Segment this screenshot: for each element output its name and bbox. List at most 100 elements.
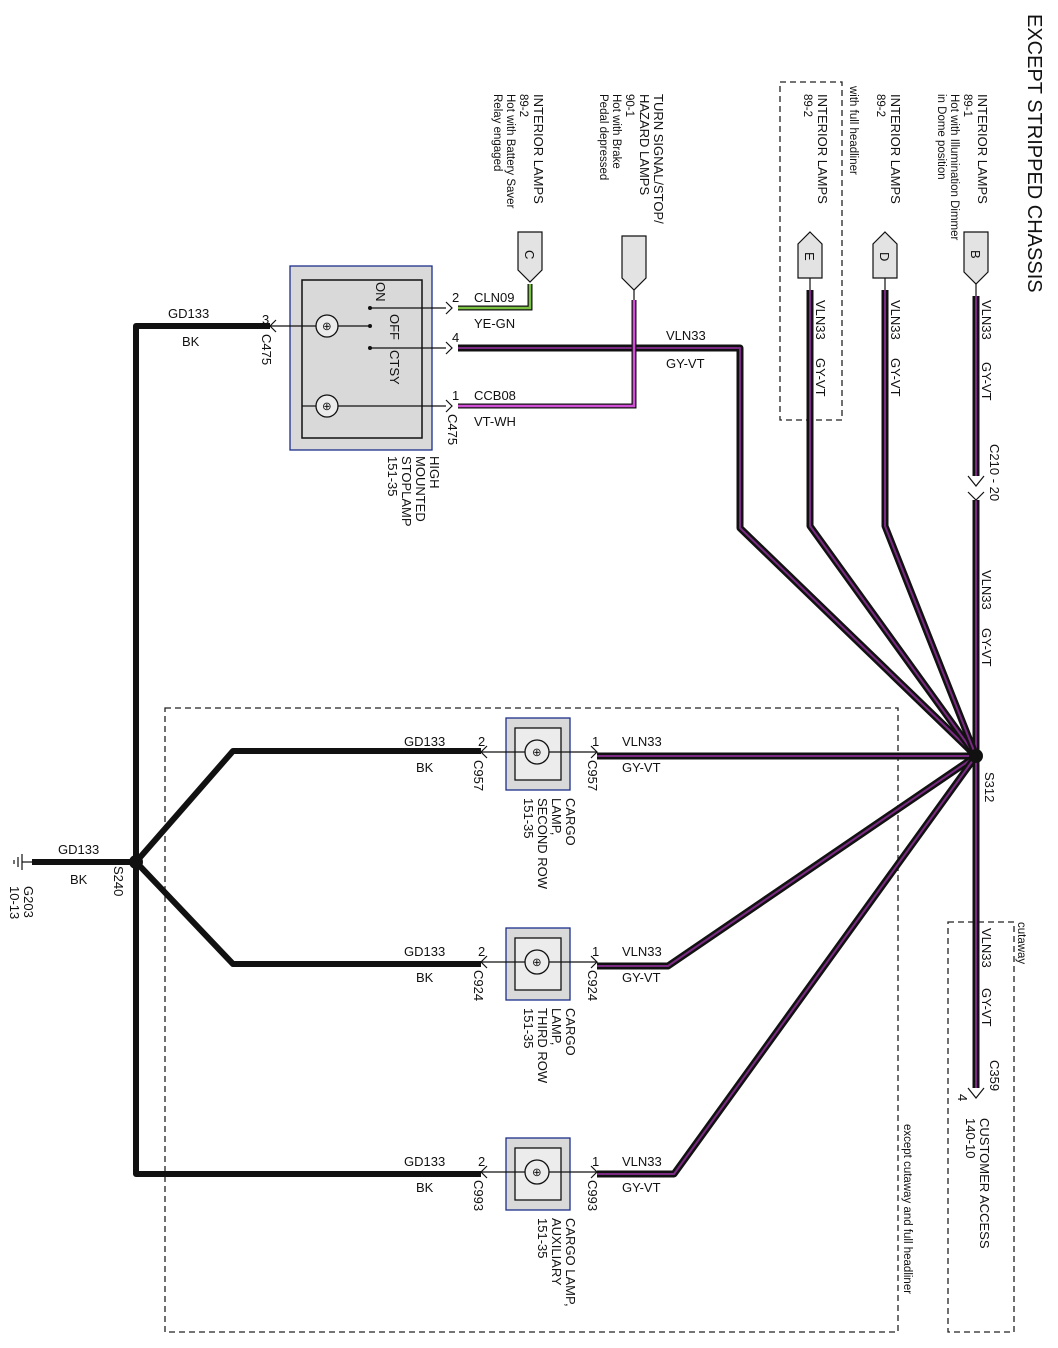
stoplamp-brake-bulb-icon: ⊕ (315, 394, 339, 418)
c993-pin-1: 1 (592, 1154, 599, 1169)
stoplamp-line2: MOUNTED (413, 456, 428, 522)
wire-gd133-third-row[interactable] (133, 859, 481, 967)
input-d-line2: 89-2 (874, 94, 886, 117)
wire-gd133-second-row[interactable] (133, 748, 481, 864)
splice-s240[interactable] (129, 855, 143, 869)
cargo-second-line4: 151-35 (521, 798, 536, 838)
cargo-bulb-icon: ⊕ (532, 1167, 542, 1179)
input-b-line1: INTERIOR LAMPS (975, 94, 990, 204)
customer-access-line2: 140-10 (963, 1118, 978, 1158)
wire-label-gyvt-third: GY-VT (622, 970, 661, 985)
cutaway-note: cutaway (1015, 922, 1027, 964)
wire-label-vln33-second: VLN33 (622, 734, 662, 749)
wire-label-bk-ground: BK (70, 872, 88, 887)
ground-ref: 10-13 (7, 886, 22, 919)
stoplamp-bulb-icon: ⊕ (315, 314, 339, 338)
wire-label-gd133-second: GD133 (404, 734, 445, 749)
input-c-line3: Hot with Battery Saver (504, 94, 516, 209)
switch-ctsy-label: CTSY (387, 350, 402, 385)
cutaway-region (947, 921, 1015, 1333)
cargo-bulb-icon: ⊕ (532, 957, 542, 969)
splice-s240-label: S240 (111, 866, 126, 896)
c957-pin-2: 2 (478, 734, 485, 749)
input-turn-line2: HAZARD LAMPS (637, 94, 652, 195)
input-b-line2: 89-1 (961, 94, 973, 117)
switch-off-label: OFF (387, 314, 402, 340)
wire-label-bk-third: BK (416, 970, 434, 985)
input-turn-line4: Hot with Brake (610, 94, 622, 169)
cargo-leads (480, 745, 598, 1179)
wire-label-yegn: YE-GN (474, 316, 515, 331)
wire-label-vln33-third: VLN33 (622, 944, 662, 959)
input-e-note: with full headliner (847, 85, 859, 175)
input-b-letter: B (968, 250, 983, 259)
cargo-lamp-second-row[interactable]: ⊕ (505, 717, 571, 791)
input-b-line3: Hot with Illumination Dimmer (948, 94, 960, 241)
input-connector-turn[interactable] (621, 235, 647, 291)
cargo-second-line3: SECOND ROW (535, 798, 550, 890)
stoplamp-inner (301, 279, 423, 439)
connector-c359[interactable] (967, 1087, 985, 1099)
input-c-line2: 89-2 (517, 94, 529, 117)
ground-name: G203 (21, 886, 36, 918)
c993-pin-2: 2 (478, 1154, 485, 1169)
cargo-lamp-third-row[interactable]: ⊕ (505, 927, 571, 1001)
cargo-aux-line1: CARGO LAMP, (563, 1218, 578, 1307)
wire-label-gd133-stoplamp: GD133 (168, 306, 209, 321)
violet-wires (458, 290, 980, 1178)
input-turn-line1: TURN SIGNAL/STOP/ (651, 94, 666, 224)
wire-gd133-stoplamp[interactable] (133, 323, 270, 862)
wire-label-gyvt-cutaway: GY-VT (979, 988, 994, 1027)
switch-on-label: ON (373, 282, 388, 302)
switch-contact-off (368, 324, 372, 328)
wire-gd133-auxiliary[interactable] (133, 862, 481, 1177)
wire-label-vln33-mid: VLN33 (979, 570, 994, 610)
connector-c210-label: C210 - 20 (987, 444, 1002, 501)
input-turn-line5: Pedal depressed (597, 94, 609, 180)
svg-text:⊕: ⊕ (322, 321, 332, 333)
connector-c957-right: C957 (585, 760, 600, 791)
wire-label-gyvt-aux: GY-VT (622, 1180, 661, 1195)
connector-c359-label: C359 (987, 1060, 1002, 1091)
c957-pin-1: 1 (592, 734, 599, 749)
input-connector-b[interactable] (963, 231, 989, 285)
input-d-letter: D (877, 252, 892, 261)
connector-c924-left: C924 (471, 970, 486, 1001)
wire-label-vtwh: VT-WH (474, 414, 516, 429)
cargo-aux-line2: AUXILIARY (549, 1218, 564, 1286)
c924-pin-1: 1 (592, 944, 599, 959)
stoplamp-pin-2: 2 (452, 290, 459, 305)
connector-c210[interactable] (967, 475, 985, 501)
input-connector-c[interactable] (517, 231, 543, 283)
svg-text:⊕: ⊕ (322, 401, 332, 413)
stoplamp-line4: 151-35 (385, 456, 400, 496)
input-c-line1: INTERIOR LAMPS (531, 94, 546, 204)
wire-label-gyvt-e: GY-VT (813, 358, 828, 397)
diagram-title: EXCEPT STRIPPED CHASSIS (1023, 14, 1045, 293)
wire-label-vln33-cutaway: VLN33 (979, 928, 994, 968)
stoplamp-line3: STOPLAMP (399, 456, 414, 527)
splice-s312[interactable] (969, 749, 983, 763)
wire-label-gyvt-mid: GY-VT (979, 628, 994, 667)
input-d-line1: INTERIOR LAMPS (888, 94, 903, 204)
cargo-lamp-auxiliary[interactable]: ⊕ (505, 1137, 571, 1211)
connector-c475-right: C475 (445, 414, 460, 445)
switch-contact-on (368, 306, 372, 310)
cargo-second-line1: CARGO (563, 798, 578, 846)
wire-label-gyvt-top: GY-VT (666, 356, 705, 371)
wire-label-gd133-aux: GD133 (404, 1154, 445, 1169)
switch-contact-ctsy (368, 346, 372, 350)
wire-label-gd133-ground: GD133 (58, 842, 99, 857)
connector-c993-left: C993 (471, 1180, 486, 1211)
connector-c924-right: C924 (585, 970, 600, 1001)
cargo-third-line1: CARGO (563, 1008, 578, 1056)
wire-label-vln33-top: VLN33 (666, 328, 706, 343)
cargo-third-line4: 151-35 (521, 1008, 536, 1048)
input-b-line4: in Dome position (935, 94, 947, 180)
wire-label-ccb08: CCB08 (474, 388, 516, 403)
input-c-line4: Relay engaged (491, 94, 503, 171)
wire-label-gyvt-second: GY-VT (622, 760, 661, 775)
connector-c993-right: C993 (585, 1180, 600, 1211)
input-e-line2: 89-2 (801, 94, 813, 117)
